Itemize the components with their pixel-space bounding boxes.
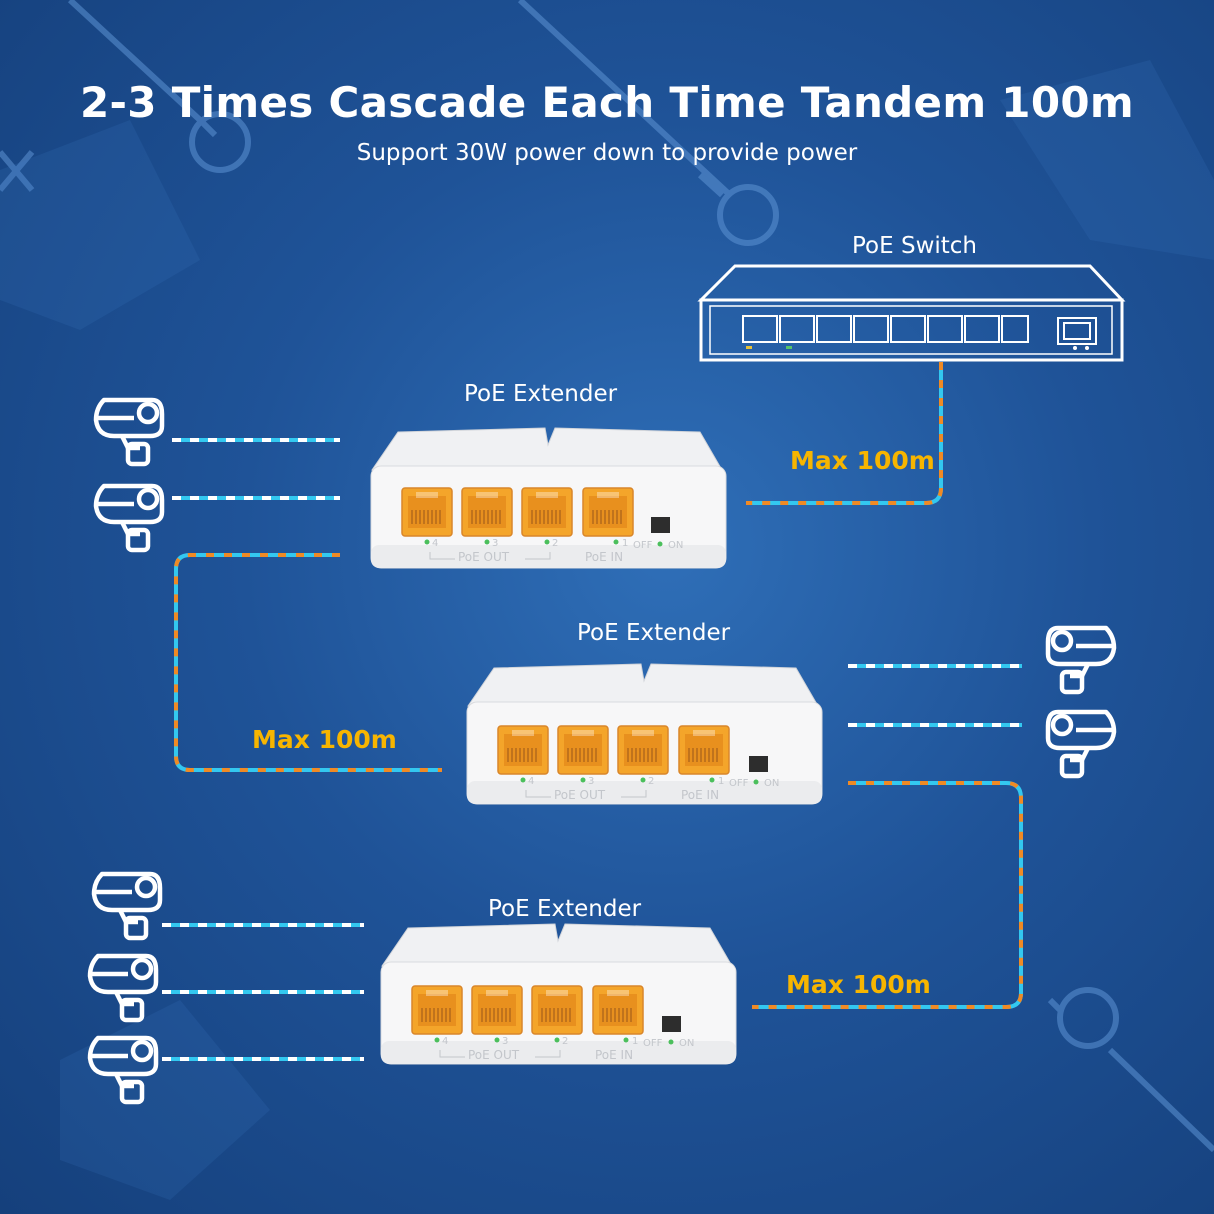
camera-icon	[90, 1038, 156, 1102]
port-number-2: 2	[552, 538, 558, 549]
poe-out-label: PoE OUT	[458, 550, 510, 564]
switch-off-label: OFF	[633, 540, 653, 551]
cable-switch-to-extender-1	[746, 362, 943, 505]
port-number-4: 4	[432, 538, 438, 549]
camera-icon	[94, 874, 160, 938]
port-number-2: 2	[648, 776, 654, 787]
port-number-1: 1	[718, 776, 724, 787]
poe-out-label: PoE OUT	[468, 1048, 520, 1062]
camera-icon	[1048, 628, 1114, 692]
camera-icon	[96, 486, 162, 550]
port-number-3: 3	[588, 776, 594, 787]
page-title: 2-3 Times Cascade Each Time Tandem 100m	[80, 78, 1134, 127]
camera-cables	[162, 438, 1022, 1061]
port-number-4: 4	[442, 1036, 448, 1047]
switch-on-label: ON	[764, 778, 779, 789]
distance-label-switch-extender-1: Max 100m	[790, 446, 935, 475]
camera-group-extender-3	[90, 874, 160, 1102]
poe-extender-1-label: PoE Extender	[464, 381, 618, 407]
poe-extender-icon: 4 3 2 1 OFF ON PoE OUT PoE IN	[370, 427, 727, 569]
camera-group-extender-1	[96, 400, 162, 550]
poe-switch-label: PoE Switch	[852, 233, 978, 259]
poe-in-label: PoE IN	[595, 1048, 633, 1062]
poe-extender-2-label: PoE Extender	[577, 620, 731, 646]
camera-group-extender-2	[1048, 628, 1114, 776]
port-number-4: 4	[528, 776, 534, 787]
port-number-1: 1	[632, 1036, 638, 1047]
poe-in-label: PoE IN	[681, 788, 719, 802]
switch-on-label: ON	[668, 540, 683, 551]
port-number-1: 1	[622, 538, 628, 549]
port-number-3: 3	[502, 1036, 508, 1047]
cable-extender-2-to-extender-3	[752, 781, 1023, 1009]
page-subtitle: Support 30W power down to provide power	[356, 140, 858, 166]
port-number-3: 3	[492, 538, 498, 549]
cable-extender-1-to-extender-2	[174, 553, 442, 772]
poe-extender-icon: 4 3 2 1 OFF ON PoE OUT PoE IN	[380, 923, 737, 1065]
poe-out-label: PoE OUT	[554, 788, 606, 802]
poe-in-label: PoE IN	[585, 550, 623, 564]
port-number-2: 2	[562, 1036, 568, 1047]
distance-label-extender-2-3: Max 100m	[786, 970, 931, 999]
camera-icon	[96, 400, 162, 464]
camera-icon	[1048, 712, 1114, 776]
switch-off-label: OFF	[643, 1038, 663, 1049]
distance-label-extender-1-2: Max 100m	[252, 725, 397, 754]
switch-off-label: OFF	[729, 778, 749, 789]
poe-switch-icon	[697, 264, 1126, 362]
poe-extender-icon: 4 3 2 1 OFF ON PoE OUT PoE IN	[466, 663, 823, 805]
poe-extender-3-label: PoE Extender	[488, 896, 642, 922]
camera-icon	[90, 956, 156, 1020]
switch-on-label: ON	[679, 1038, 694, 1049]
